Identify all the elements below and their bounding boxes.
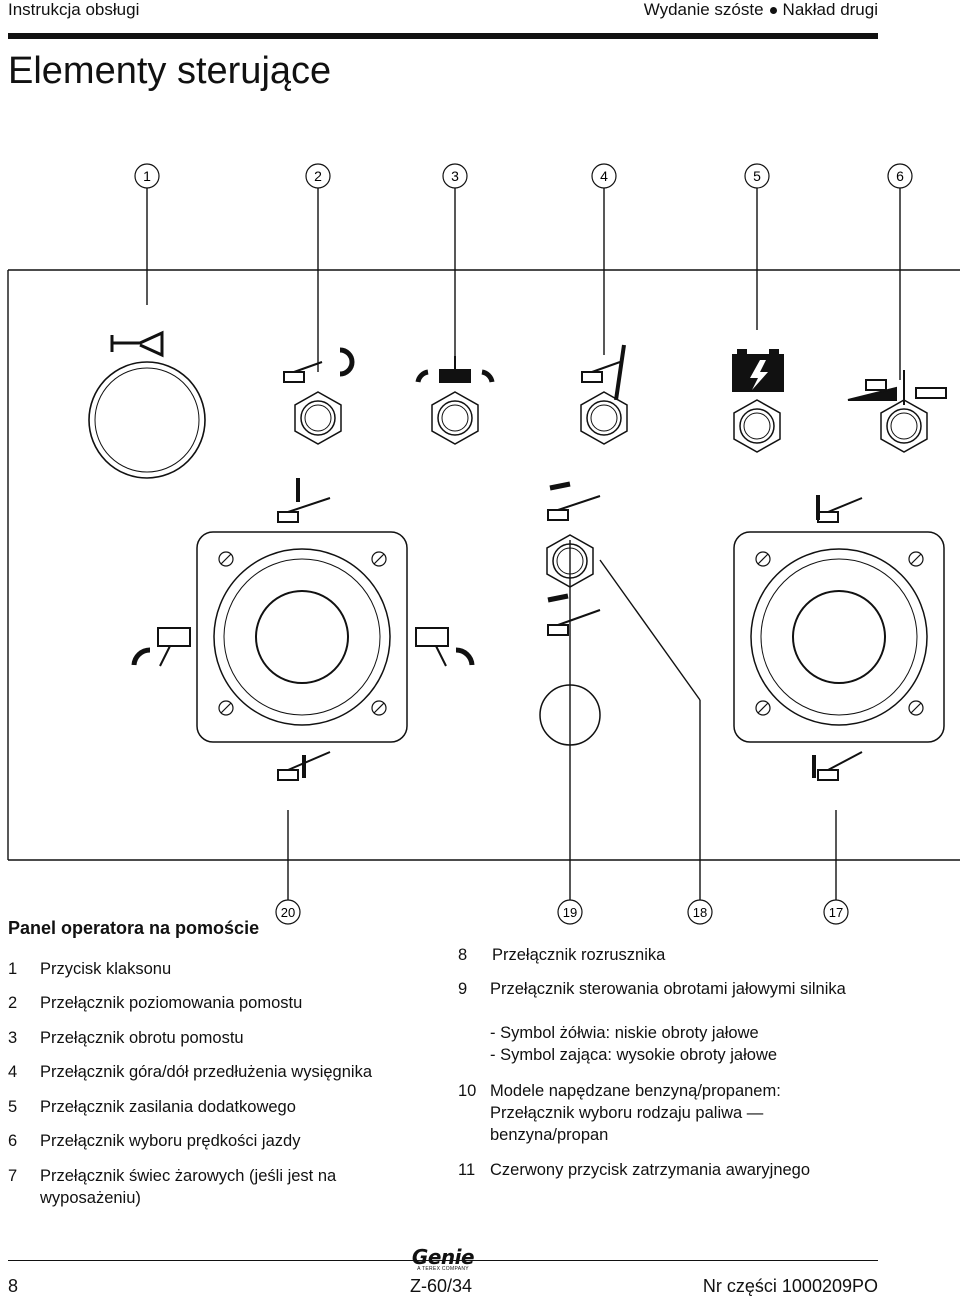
legend-item-number: 2 xyxy=(8,994,18,1012)
legend-item: 11 Czerwony przycisk zatrzymania awaryjn… xyxy=(458,1159,878,1183)
callout-2-label: 2 xyxy=(314,168,322,184)
panel-outline xyxy=(7,269,960,861)
callout-6: 6 xyxy=(887,163,913,189)
horn-icon xyxy=(110,330,164,358)
legend-item-number: 9 xyxy=(458,980,468,998)
legend-item-text: Czerwony przycisk zatrzymania awaryjnego xyxy=(490,1161,811,1179)
legend-item-text: Przycisk klaksonu xyxy=(40,960,172,978)
legend-item: 5 Przełącznik zasilania dodatkowego xyxy=(8,1096,428,1120)
callout-18-label: 18 xyxy=(693,905,707,920)
callout-6-label: 6 xyxy=(896,168,904,184)
part-number: Nr części 1000209PO xyxy=(702,1276,878,1296)
legend-item-number: 7 xyxy=(8,1167,18,1185)
legend-item-number: 11 xyxy=(458,1161,476,1179)
legend-item-text: Przełącznik poziomowania pomostu xyxy=(40,994,303,1012)
callout-5-label: 5 xyxy=(753,168,761,184)
boom-up-icon-right xyxy=(816,495,863,523)
callout-17-label: 17 xyxy=(829,905,843,920)
callout-4-label: 4 xyxy=(600,168,608,184)
legend-item-number: 1 xyxy=(8,960,18,978)
bullet-icon xyxy=(769,7,777,15)
legend-item-number: 4 xyxy=(8,1063,18,1081)
callout-20-label: 20 xyxy=(281,905,295,920)
callouts: 1 2 3 4 5 6 20 19 18 17 xyxy=(134,163,913,925)
drive-speed-switch xyxy=(880,399,928,453)
legend-item: 8 Przełącznik rozrusznika xyxy=(458,944,878,968)
right-joystick xyxy=(733,531,945,743)
callout-2: 2 xyxy=(305,163,331,189)
legend-item-text: Przełącznik wyboru prędkości jazdy xyxy=(40,1132,301,1150)
legend-item: 9 Przełącznik sterowania obrotami jałowy… xyxy=(458,978,878,1070)
edition-label: Wydanie szóste xyxy=(643,0,764,19)
callout-5: 5 xyxy=(744,163,770,189)
battery-lightning-icon xyxy=(732,349,784,392)
legend-item: 3 Przełącznik obrotu pomostu xyxy=(8,1027,428,1051)
boom-right-icon xyxy=(547,593,601,636)
callout-20: 20 xyxy=(275,899,301,925)
callout-3: 3 xyxy=(442,163,468,189)
legend-item-text: Przełącznik góra/dół przedłużenia wysięg… xyxy=(40,1063,373,1081)
boom-down-icon-left xyxy=(277,751,331,781)
footer-rule xyxy=(8,1260,878,1261)
function-enable-button xyxy=(539,684,601,746)
legend-item: 6 Przełącznik wyboru prędkości jazdy xyxy=(8,1130,428,1154)
platform-level-icon xyxy=(283,347,355,383)
legend-item-number: 10 xyxy=(458,1082,477,1100)
callout-18: 18 xyxy=(687,899,713,925)
legend-item: 4 Przełącznik góra/dół przedłużenia wysi… xyxy=(8,1061,428,1085)
control-panel-diagram: 1 2 3 4 5 6 20 19 18 17 xyxy=(7,163,960,925)
legend-item-text: Modele napędzane benzyną/propanem: Przeł… xyxy=(490,1082,781,1144)
platform-level-switch xyxy=(294,391,342,445)
legend-item-text: Przełącznik świec żarowych (jeśli jest n… xyxy=(40,1167,337,1207)
genie-logo: Genie A TEREX COMPANY xyxy=(408,1245,478,1272)
toggle-switches xyxy=(294,391,928,588)
boom-down-icon-right xyxy=(812,751,863,781)
manual-title: Instrukcja obsługi xyxy=(8,0,140,19)
printing-label: Nakład drugi xyxy=(782,0,878,19)
callout-1: 1 xyxy=(134,163,160,189)
edition-info: Wydanie szóste Nakład drugi xyxy=(644,0,878,20)
jib-updown-icon xyxy=(581,344,626,401)
callout-17: 17 xyxy=(823,899,849,925)
legend-item-number: 5 xyxy=(8,1098,18,1116)
legend-item: 7 Przełącznik świec żarowych (jeśli jest… xyxy=(8,1165,428,1211)
legend-item-number: 6 xyxy=(8,1132,18,1150)
platform-rotate-icon xyxy=(415,356,495,383)
logo-subtext: A TEREX COMPANY xyxy=(417,1266,469,1272)
legend-item-number: 8 xyxy=(458,946,468,964)
turntable-right-icon xyxy=(415,627,475,667)
legend-item-text: Przełącznik obrotu pomostu xyxy=(40,1029,244,1047)
legend-item-subtext: - Symbol żółwia: niskie obroty jałowe xyxy=(490,1024,759,1042)
boom-up-icon-left xyxy=(277,478,331,523)
callout-3-label: 3 xyxy=(451,168,459,184)
page-title: Elementy sterujące xyxy=(8,50,332,92)
legend-item-number: 3 xyxy=(8,1029,18,1047)
turntable-left-icon xyxy=(131,627,191,667)
boom-left-icon xyxy=(547,481,601,521)
auxiliary-power-switch xyxy=(733,399,781,453)
logo-text: Genie xyxy=(411,1245,475,1269)
header-rule xyxy=(8,33,878,39)
callout-1-label: 1 xyxy=(143,168,151,184)
legend-item-text: Przełącznik zasilania dodatkowego xyxy=(40,1098,296,1116)
left-joystick xyxy=(196,531,408,743)
callout-19: 19 xyxy=(557,899,583,925)
legend-title: Panel operatora na pomoście xyxy=(8,918,260,938)
legend-item: 2 Przełącznik poziomowania pomostu xyxy=(8,992,428,1016)
horn-button xyxy=(88,361,206,479)
legend-item-subtext: - Symbol zająca: wysokie obroty jałowe xyxy=(490,1046,778,1064)
callout-19-label: 19 xyxy=(563,905,577,920)
page-number: 8 xyxy=(8,1276,19,1296)
legend-item-text: Przełącznik rozrusznika xyxy=(492,946,666,964)
boom-function-switch xyxy=(546,534,594,588)
jib-updown-switch xyxy=(580,391,628,445)
callout-4: 4 xyxy=(591,163,617,189)
function-icons xyxy=(131,344,947,781)
legend-item: 1 Przycisk klaksonu xyxy=(8,958,428,982)
platform-rotate-switch xyxy=(431,391,479,445)
model-number: Z-60/34 xyxy=(410,1276,473,1296)
legend-item-text: Przełącznik sterowania obrotami jałowymi… xyxy=(490,980,846,998)
legend-item: 10 Modele napędzane benzyną/propanem: Pr… xyxy=(458,1080,878,1148)
drive-speed-icon xyxy=(847,370,947,405)
